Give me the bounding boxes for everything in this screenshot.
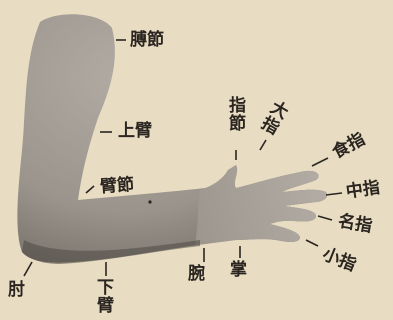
- label-forearm: 下臂: [94, 278, 111, 314]
- label-wrist: 腕: [188, 266, 205, 283]
- label-upper-arm: 上臂: [118, 123, 152, 140]
- label-middle-finger: 中指: [345, 180, 381, 202]
- label-palm: 掌: [230, 262, 247, 279]
- label-knuckle: 指節: [226, 96, 243, 132]
- label-elbow: 肘: [8, 282, 25, 299]
- hand-shape: [195, 165, 327, 245]
- label-elbow-joint: 臂節: [99, 177, 134, 196]
- label-shoulder: 膊節: [130, 32, 164, 49]
- arm-shape: [17, 14, 327, 262]
